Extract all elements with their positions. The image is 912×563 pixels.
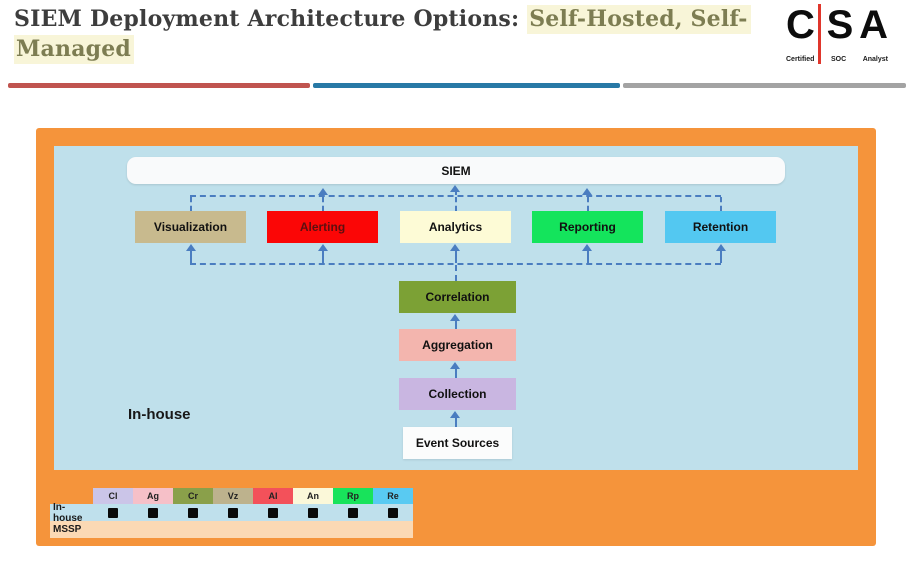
visualization-box: Visualization bbox=[135, 211, 246, 243]
logo-letters: C S A bbox=[786, 3, 888, 47]
reporting-box: Reporting bbox=[532, 211, 643, 243]
up-arrow-icon bbox=[582, 188, 592, 195]
title-highlight: Self-Hosted, Self- bbox=[527, 5, 751, 34]
up-arrow-icon bbox=[318, 244, 328, 251]
dashed-connector bbox=[455, 251, 457, 263]
divider-gray-segment bbox=[623, 83, 906, 88]
legend-row-label: In-house bbox=[53, 501, 83, 524]
architecture-diagram-frame: SIEM Visualization Alerting Analytics Re… bbox=[36, 128, 876, 546]
legend-col-vz: Vz bbox=[213, 488, 253, 504]
inhouse-area-label: In-house bbox=[128, 406, 191, 423]
up-arrow-icon bbox=[582, 244, 592, 251]
page-title: SIEM Deployment Architecture Options: Se… bbox=[14, 4, 789, 64]
dashed-connector bbox=[455, 265, 457, 281]
legend-row-label: MSSP bbox=[53, 524, 82, 535]
check-filled-icon bbox=[348, 507, 358, 518]
aggregation-box: Aggregation bbox=[399, 329, 516, 361]
title-highlight-wrap: Managed bbox=[14, 35, 135, 64]
divider-blue-segment bbox=[312, 83, 621, 88]
dashed-connector bbox=[455, 191, 457, 195]
dashed-connector bbox=[455, 418, 457, 427]
legend-row-inhouse: In-house bbox=[50, 501, 413, 524]
dashed-connector bbox=[322, 251, 324, 263]
analytics-box: Analytics bbox=[400, 211, 511, 243]
collection-box: Collection bbox=[399, 378, 516, 410]
retention-box: Retention bbox=[665, 211, 776, 243]
dashed-bus-top bbox=[190, 195, 721, 197]
up-arrow-icon bbox=[318, 188, 328, 195]
up-arrow-icon bbox=[716, 244, 726, 251]
check-filled-icon bbox=[308, 507, 318, 518]
dashed-connector bbox=[720, 197, 722, 211]
legend-header-row: Cl Ag Cr Vz Al An Rp Re bbox=[93, 488, 413, 504]
logo-label-soc: SOC bbox=[830, 56, 847, 63]
dashed-connector bbox=[720, 251, 722, 263]
check-filled-icon bbox=[188, 507, 198, 518]
dashed-connector bbox=[455, 369, 457, 378]
legend-table: Cl Ag Cr Vz Al An Rp Re In-house MSSP bbox=[50, 488, 413, 538]
alerting-box: Alerting bbox=[267, 211, 378, 243]
logo-labels: Certified SOC Analyst bbox=[786, 56, 888, 63]
up-arrow-icon bbox=[450, 362, 460, 369]
dashed-connector bbox=[322, 197, 324, 211]
dashed-connector bbox=[455, 321, 457, 329]
logo-letter-s: S bbox=[826, 3, 854, 47]
legend-col-rp: Rp bbox=[333, 488, 373, 504]
up-arrow-icon bbox=[450, 244, 460, 251]
dashed-connector bbox=[455, 197, 457, 211]
dashed-connector bbox=[190, 251, 192, 263]
legend-col-cl: Cl bbox=[93, 488, 133, 504]
check-filled-icon bbox=[268, 507, 278, 518]
check-filled-icon bbox=[388, 507, 398, 518]
check-filled-icon bbox=[108, 507, 118, 518]
up-arrow-icon bbox=[450, 314, 460, 321]
dashed-connector bbox=[587, 197, 589, 211]
legend-col-cr: Cr bbox=[173, 488, 213, 504]
correlation-box: Correlation bbox=[399, 281, 516, 313]
up-arrow-icon bbox=[450, 411, 460, 418]
logo-label-analyst: Analyst bbox=[862, 56, 888, 63]
siem-box: SIEM bbox=[127, 157, 785, 184]
legend-row-mssp: MSSP bbox=[50, 521, 413, 538]
legend-col-re: Re bbox=[373, 488, 413, 504]
logo-letter-a: A bbox=[859, 3, 888, 47]
logo-label-certified: Certified bbox=[786, 56, 815, 63]
logo-red-bar-icon bbox=[818, 4, 821, 64]
dashed-connector bbox=[190, 197, 192, 211]
csa-logo: C S A Certified SOC Analyst bbox=[786, 3, 888, 65]
divider-bar bbox=[8, 83, 906, 88]
dashed-connector bbox=[587, 251, 589, 263]
event-sources-box: Event Sources bbox=[403, 427, 512, 459]
check-filled-icon bbox=[148, 507, 158, 518]
up-arrow-icon bbox=[186, 244, 196, 251]
title-plain: SIEM Deployment Architecture Options: bbox=[14, 6, 528, 32]
legend-col-ag: Ag bbox=[133, 488, 173, 504]
up-arrow-icon bbox=[450, 185, 460, 192]
legend-col-al: Al bbox=[253, 488, 293, 504]
divider-red-segment bbox=[8, 83, 310, 88]
legend-col-an: An bbox=[293, 488, 333, 504]
check-filled-icon bbox=[228, 507, 238, 518]
logo-letter-c: C bbox=[786, 3, 815, 47]
dashed-bus-bottom bbox=[190, 263, 721, 265]
